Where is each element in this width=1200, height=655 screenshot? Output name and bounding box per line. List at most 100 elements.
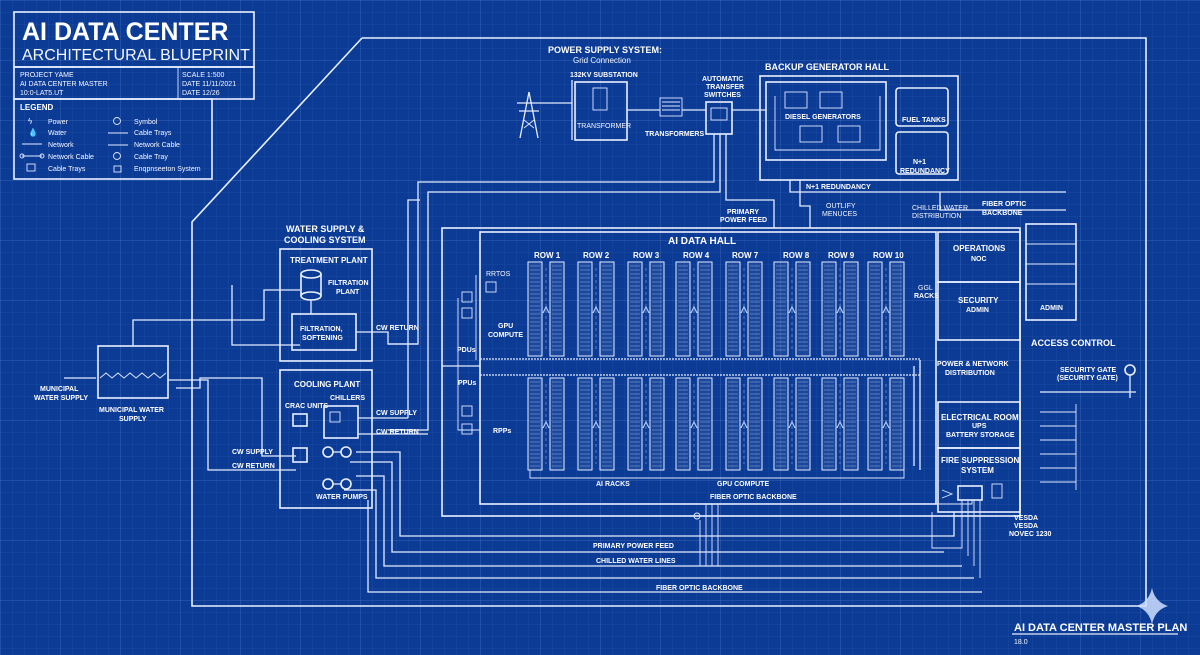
server-rack xyxy=(697,261,713,357)
admin-block xyxy=(1025,223,1077,321)
primary-feed-line-1: PRIMARY xyxy=(727,209,759,216)
substation-box xyxy=(574,81,628,141)
transmission-tower-icon xyxy=(517,91,541,139)
diesel-generator-icon-3 xyxy=(799,125,823,143)
server-rack xyxy=(577,377,593,471)
cw-return-left-label: CW RETURN xyxy=(232,463,275,470)
cw-supply-mid-label: CW SUPPLY xyxy=(376,410,417,417)
treatment-label: TREATMENT PLANT xyxy=(290,256,368,265)
ai-data-hall: AI DATA HALL ROW 1 ROW 2 ROW 3 ROW 4 ROW… xyxy=(441,227,1021,517)
fiber-mid-label: FIBER OPTIC BACKBONE xyxy=(710,494,797,501)
server-rack xyxy=(599,377,615,471)
server-rack xyxy=(577,261,593,357)
crac-unit-icon-2 xyxy=(292,447,308,463)
outlify-line-1: OUTLIFY xyxy=(826,203,856,210)
ats-line-2: TRANSFER xyxy=(706,84,744,91)
transformer-unit-icon xyxy=(592,87,608,111)
vesda-label-1: VESDA xyxy=(1014,515,1038,522)
legend-item-network-cable-2: Network Cable xyxy=(134,142,180,149)
diesel-generator-icon-1 xyxy=(784,91,808,109)
server-rack xyxy=(527,261,543,357)
server-rack xyxy=(843,261,859,357)
server-rack xyxy=(549,261,565,357)
legend-item-cable-trays: Cable Trays xyxy=(48,166,86,173)
rpps-label: RPPs xyxy=(493,428,511,435)
fuel-tank-icon-1 xyxy=(895,87,949,127)
title-block: AI DATA CENTER ARCHITECTURAL BLUEPRINT P… xyxy=(13,11,255,100)
cable-tray-icon xyxy=(26,163,36,172)
project-line-3: 10:0-LAT5.UT xyxy=(20,90,64,97)
outlify-line-2: MENUCES xyxy=(822,211,857,218)
transformers-icon xyxy=(659,97,683,117)
vesda-label-2: VESDA xyxy=(1014,523,1038,530)
pdu-unit-icon-1 xyxy=(461,291,473,303)
ppus-label: PPUs xyxy=(458,380,476,387)
admin-label: ADMIN xyxy=(1040,305,1063,312)
pdu-unit-icon-2 xyxy=(461,307,473,319)
server-rack xyxy=(747,377,763,471)
legend-item-network: Network xyxy=(48,142,74,149)
water-title-1: WATER SUPPLY & xyxy=(286,224,365,234)
water-cooling-system: WATER SUPPLY & COOLING SYSTEM TREATMENT … xyxy=(34,199,428,509)
softening-line-2: SOFTENING xyxy=(302,335,343,342)
server-rack xyxy=(747,261,763,357)
junction-icon xyxy=(693,512,701,520)
footer-title: AI DATA CENTER MASTER PLAN xyxy=(1014,622,1187,634)
access-control-label: ACCESS CONTROL xyxy=(1031,338,1116,348)
electrical-label: ELECTRICAL ROOM xyxy=(941,413,1019,422)
pumps-label: WATER PUMPS xyxy=(316,494,368,501)
bottom-routing: FIBER OPTIC BACKBONE PRIMARY POWER FEED … xyxy=(344,451,982,593)
server-rack xyxy=(795,377,811,471)
rpp-unit-icon-2 xyxy=(461,423,473,435)
server-rack xyxy=(843,377,859,471)
row-label-1: ROW 1 xyxy=(534,251,561,260)
project-line-1: PROJECT YAME xyxy=(20,72,74,79)
legend-item-cable-trays-2: Cable Trays xyxy=(134,130,172,137)
server-rack xyxy=(599,261,615,357)
fire-label-1: FIRE SUPPRESSION xyxy=(941,456,1019,465)
legend-title: LEGEND xyxy=(20,103,54,112)
chilled-lines-label: CHILLED WATER LINES xyxy=(596,558,676,565)
pdus-label: PDUs xyxy=(457,347,476,354)
legend-item-symbol: Symbol xyxy=(134,119,158,126)
gate-post-icon xyxy=(1124,364,1136,376)
server-rack xyxy=(527,377,543,471)
server-rack xyxy=(795,261,811,357)
server-rack xyxy=(773,261,789,357)
meta-line-3: DATE 12/26 xyxy=(182,90,220,97)
ggl-line-1: GGL xyxy=(918,285,933,292)
water-wave-icon xyxy=(99,372,167,379)
symbol-icon xyxy=(113,117,121,125)
security-gate-line-2: (SECURITY GATE) xyxy=(1057,375,1118,382)
primary-feed-line-2: POWER FEED xyxy=(720,217,767,224)
server-rack xyxy=(649,261,665,357)
ups-label: UPS xyxy=(972,423,987,430)
drawing-title: AI DATA CENTER xyxy=(22,18,228,46)
power-dist-line-1: POWER & NETWORK xyxy=(937,361,1009,368)
fiber-top-line-2: BACKBONE xyxy=(982,210,1023,217)
suppression-panel-icon xyxy=(957,485,983,501)
server-rack xyxy=(627,261,643,357)
row-label-9: ROW 9 xyxy=(828,251,855,260)
municipal-in-line-1: MUNICIPAL xyxy=(40,386,79,393)
ats-line-3: SWITCHES xyxy=(704,92,741,99)
substation-label: 132KV SUBSTATION xyxy=(570,72,638,79)
cw-supply-left-label: CW SUPPLY xyxy=(232,449,273,456)
legend-item-network-cable: Network Cable xyxy=(48,154,94,161)
battery-label: BATTERY STORAGE xyxy=(946,432,1015,439)
parking-lines xyxy=(1040,404,1077,490)
server-rack xyxy=(889,377,905,471)
server-rack xyxy=(773,377,789,471)
server-rack xyxy=(867,261,883,357)
diesel-generator-icon-4 xyxy=(837,125,861,143)
cable-tray-target-icon xyxy=(113,152,121,160)
redundancy-line-2: REDUNDANCY xyxy=(900,168,950,175)
rrtos-label: RRTOS xyxy=(486,271,511,278)
fuel-tank-icon-2 xyxy=(895,131,949,175)
noc-label: NOC xyxy=(971,256,987,263)
row-label-4: ROW 4 xyxy=(683,251,710,260)
power-subtitle: Grid Connection xyxy=(573,56,631,65)
power-icon: ϟ xyxy=(28,117,33,126)
row-label-3: ROW 3 xyxy=(633,251,660,260)
